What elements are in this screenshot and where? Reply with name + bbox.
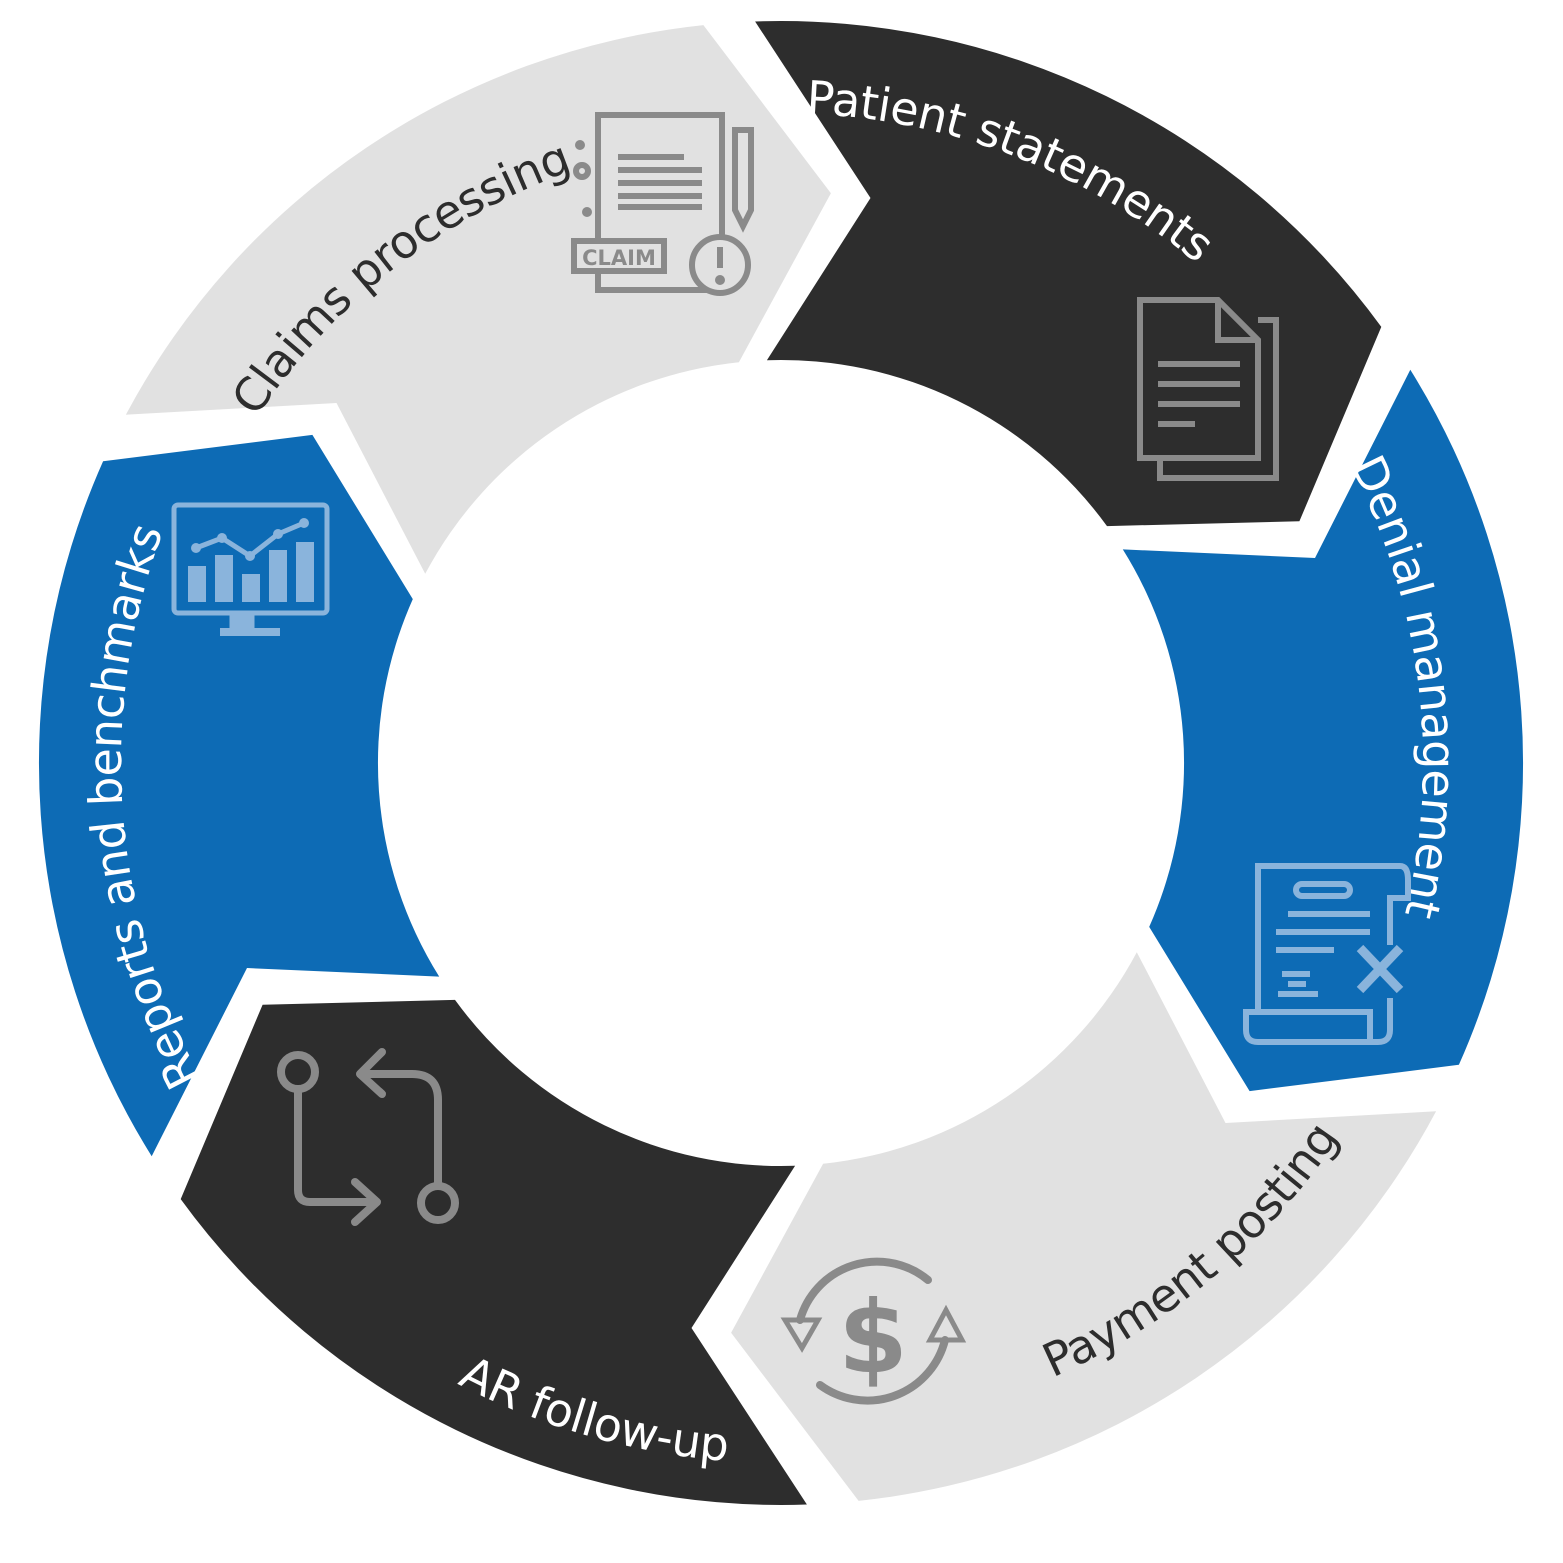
- documents-icon: [1137, 297, 1279, 481]
- claim-icon-text: CLAIM: [582, 246, 656, 270]
- chart-monitor-icon: [171, 502, 330, 636]
- segment-ar-follow-up: [180, 999, 807, 1505]
- segment-claims-processing: [125, 25, 831, 574]
- segment-patient-statements: [755, 21, 1382, 527]
- claim-document-icon: CLAIM: [571, 112, 754, 296]
- segment-denial-management: [1122, 369, 1524, 1092]
- dollar-cycle-icon: $: [780, 1257, 967, 1405]
- svg-text:$: $: [838, 1279, 908, 1396]
- denied-scroll-icon: [1243, 863, 1411, 1045]
- segment-payment-posting: [731, 952, 1437, 1501]
- segment-reports-and-benchmarks: [38, 434, 440, 1157]
- swap-arrows-icon: [277, 1048, 459, 1226]
